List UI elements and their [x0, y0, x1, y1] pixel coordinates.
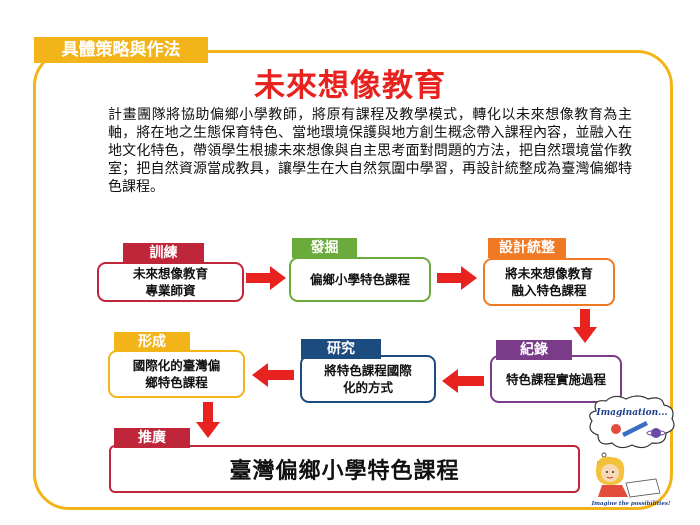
- step-research-label: 研究: [301, 339, 381, 359]
- step-form-line-1: 國際化的臺灣偏: [132, 358, 221, 373]
- step-training-line-1: 未來想像教育: [132, 266, 208, 281]
- intro-paragraph: 計畫團隊將協助偏鄉小學教師，將原有課程及教學模式，轉化以未來想像教育為主軸，將在…: [108, 107, 632, 195]
- content-frame: [33, 50, 673, 510]
- step-record-line-1: 特色課程實施過程: [505, 371, 606, 387]
- imagination-illustration: Imagination... Imagine the possibilities…: [582, 393, 680, 509]
- step-training-label: 訓練: [123, 243, 204, 263]
- step-training-box: 未來想像教育專業師資: [97, 262, 244, 302]
- step-research-box: 將特色課程國際化的方式: [300, 355, 436, 403]
- step-research-line-2: 化的方式: [342, 380, 393, 395]
- step-research-line-1: 將特色課程國際: [324, 363, 412, 378]
- arrow-right-2-icon: [437, 266, 477, 290]
- step-design-box: 將未來想像教育融入特色課程: [483, 258, 615, 306]
- illustration-caption: Imagine the possibilities!: [591, 501, 671, 507]
- imagination-drawing: Imagination... Imagine the possibilities…: [589, 395, 675, 507]
- step-design-label: 設計統整: [488, 238, 566, 258]
- step-design-line-2: 融入特色課程: [511, 283, 587, 298]
- section-tab: 具體策略與作法: [34, 37, 208, 63]
- step-form-label: 形成: [114, 332, 190, 352]
- step-design-line-1: 將未來想像教育: [505, 266, 593, 281]
- illustration-heading: Imagination...: [595, 408, 667, 418]
- arrow-down-2-icon: [196, 402, 220, 438]
- step-discover-line-1: 偏鄉小學特色課程: [309, 272, 410, 287]
- arrow-left-1-icon: [442, 369, 484, 393]
- arrow-left-2-icon: [252, 363, 294, 387]
- step-discover-label: 發掘: [292, 238, 357, 258]
- outcome-box: 臺灣偏鄉小學特色課程: [109, 445, 580, 493]
- outcome-text: 臺灣偏鄉小學特色課程: [229, 459, 460, 484]
- step-record-label: 紀錄: [496, 340, 572, 360]
- step-record-box: 特色課程實施過程: [490, 355, 622, 403]
- step-form-line-2: 鄉特色課程: [145, 375, 208, 390]
- arrow-right-1-icon: [246, 266, 286, 290]
- step-training-line-2: 專業師資: [145, 283, 196, 298]
- step-form-box: 國際化的臺灣偏鄉特色課程: [108, 350, 245, 398]
- arrow-down-1-icon: [573, 309, 597, 343]
- outcome-label: 推廣: [114, 428, 190, 448]
- step-discover-box: 偏鄉小學特色課程: [289, 257, 431, 302]
- page-title: 未來想像教育: [254, 68, 446, 104]
